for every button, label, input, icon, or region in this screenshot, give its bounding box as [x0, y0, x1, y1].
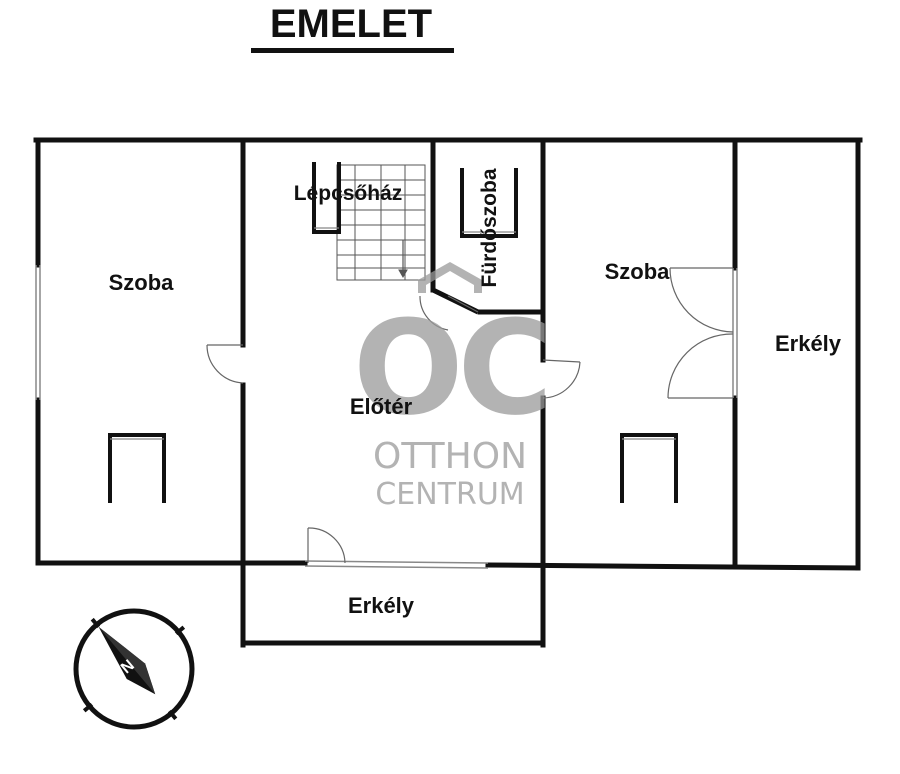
label-left-room: Szoba [109, 270, 175, 295]
plan-title: EMELET [270, 2, 432, 46]
label-bathroom: Fürdőszoba [478, 168, 501, 287]
watermark: OC OTTHON CENTRUM [353, 262, 553, 512]
door-bathroom [419, 295, 479, 331]
chimneys [108, 162, 678, 503]
door-right-balcony-lower [667, 333, 734, 399]
label-balcony-bottom: Erkély [348, 593, 415, 618]
label-hall: Előtér [350, 394, 413, 419]
compass-icon: N [73, 608, 195, 730]
room-labels: Szoba Lépcsőház Fürdőszoba Szoba Erkély … [109, 168, 842, 618]
label-balcony-right: Erkély [775, 331, 842, 356]
watermark-monogram: OC [353, 292, 547, 444]
label-right-room: Szoba [605, 259, 671, 284]
door-balcony [307, 527, 346, 564]
chimney-caps [110, 227, 676, 440]
label-stairwell: Lépcsőház [294, 182, 403, 205]
doors [206, 267, 734, 564]
watermark-house-icon [418, 262, 482, 293]
title-underline [251, 48, 454, 53]
watermark-line1: OTTHON [373, 436, 527, 477]
door-right-balcony-upper [669, 267, 734, 333]
walls [33, 137, 863, 648]
door-right-room [542, 359, 581, 399]
staircase [336, 164, 426, 281]
door-left-room [206, 344, 244, 384]
windows [35, 265, 738, 569]
watermark-line2: CENTRUM [375, 477, 524, 512]
